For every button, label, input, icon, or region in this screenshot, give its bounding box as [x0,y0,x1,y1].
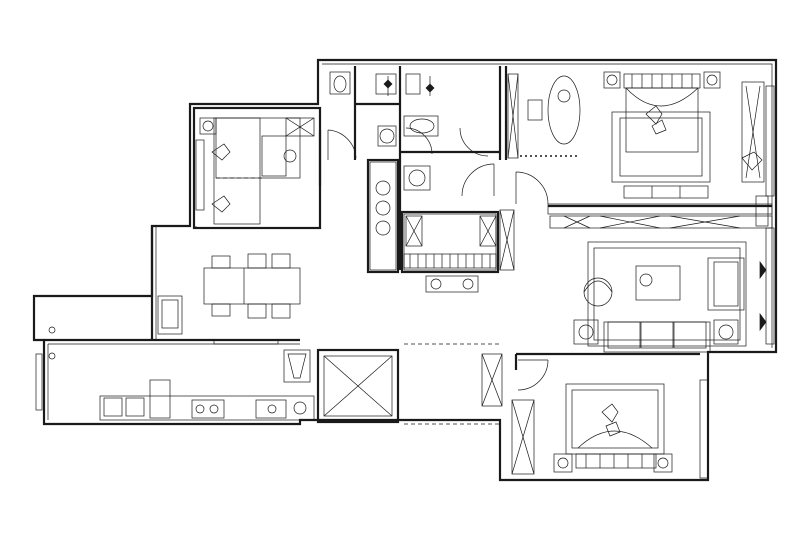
master-bedroom [507,71,775,227]
study [195,117,315,225]
kitchen [35,326,315,421]
walk-in-closet [403,209,515,407]
second-bedroom [511,379,709,479]
living-room [549,215,775,353]
bathrooms [329,71,439,271]
doors [327,127,549,391]
outer-walls [32,58,778,482]
interior-walls [44,66,773,425]
dining-area [157,253,301,335]
